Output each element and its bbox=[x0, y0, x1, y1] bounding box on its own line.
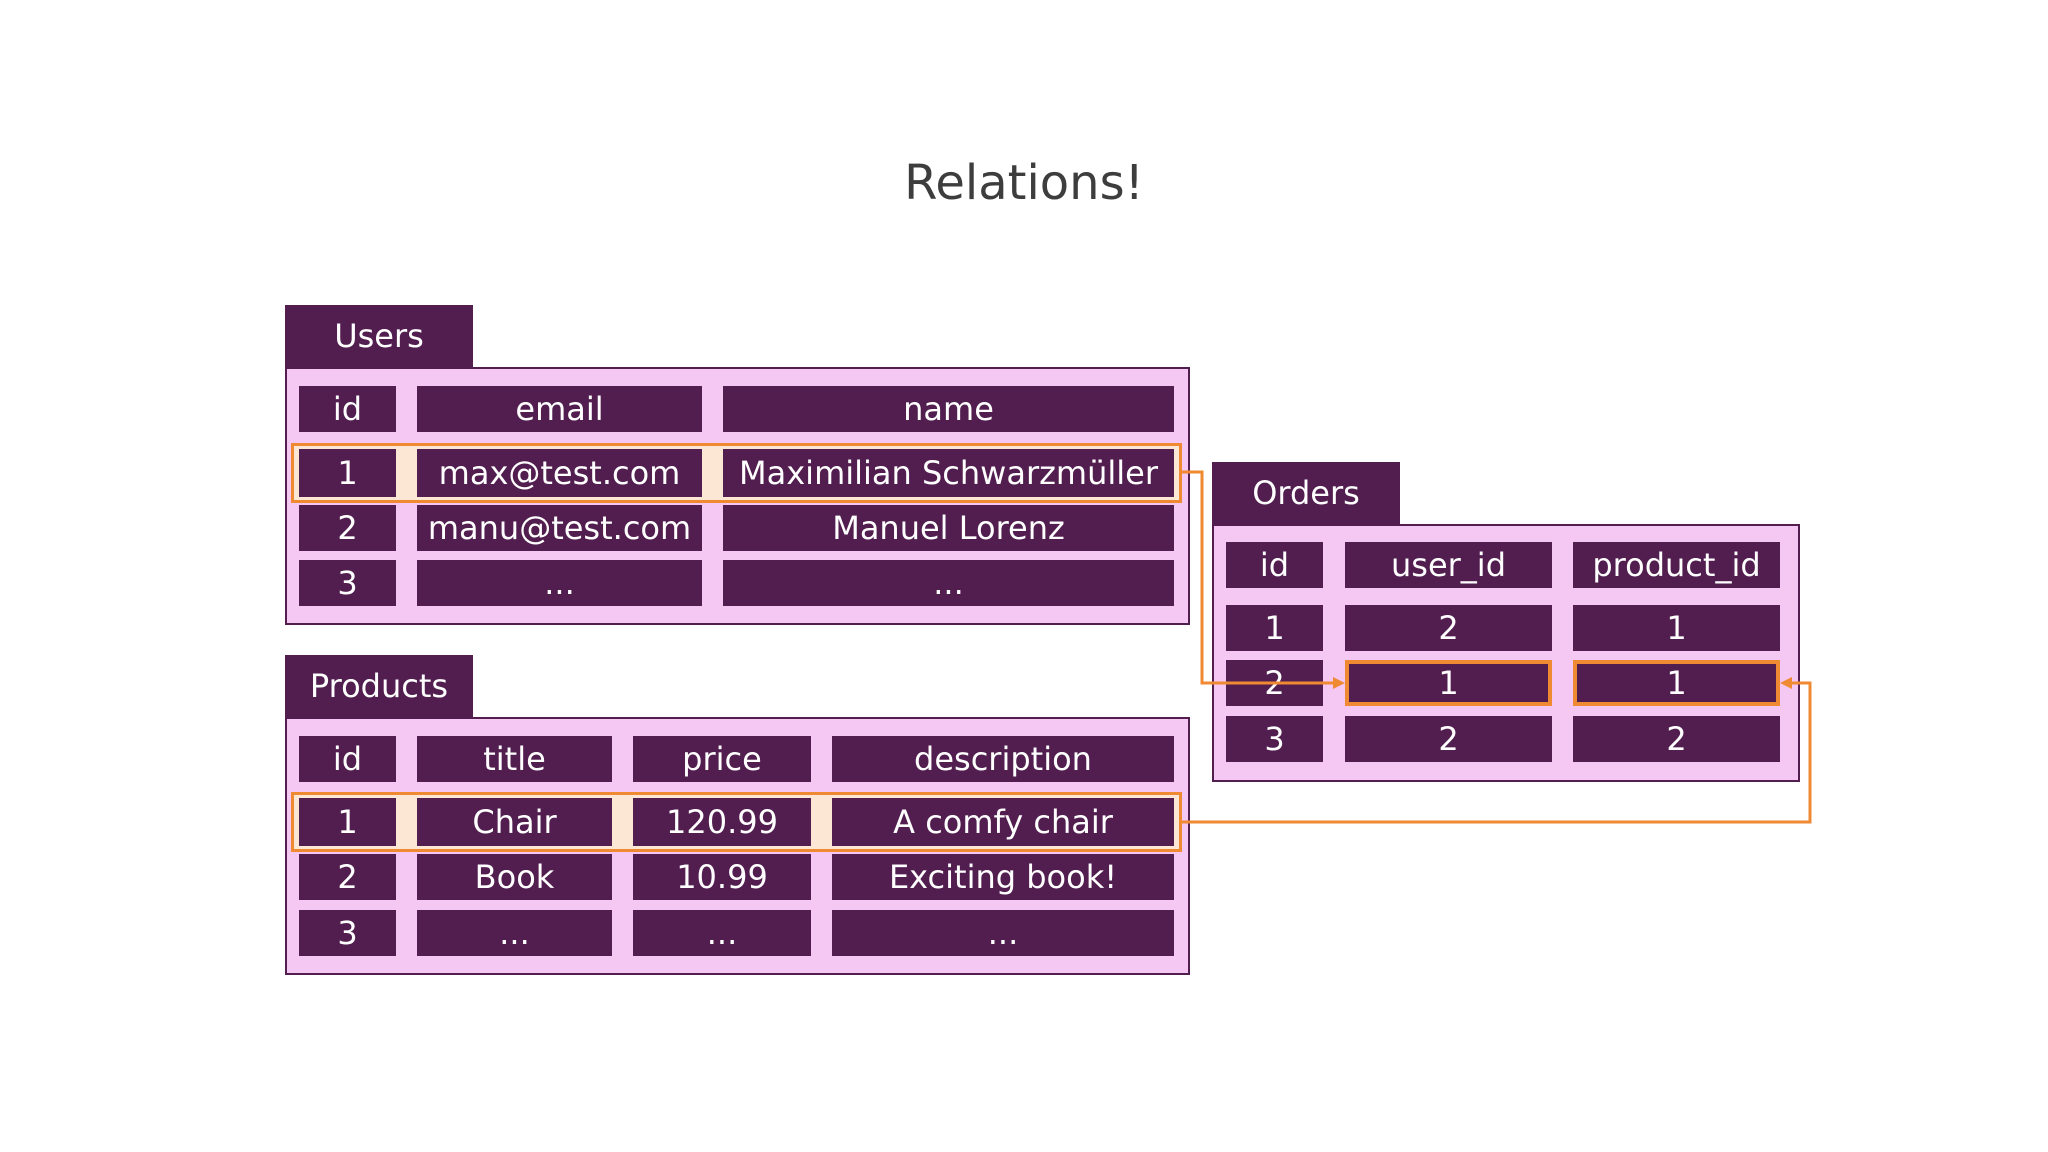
products-row-2-price: 10.99 bbox=[633, 854, 811, 900]
users-row-1-email: max@test.com bbox=[417, 449, 702, 497]
products-row-3-title: ... bbox=[417, 910, 612, 956]
users-row-3-email: ... bbox=[417, 560, 702, 606]
orders-header-id: id bbox=[1226, 542, 1323, 588]
orders-header-product-id: product_id bbox=[1573, 542, 1780, 588]
products-row-3-price: ... bbox=[633, 910, 811, 956]
products-row-2-description: Exciting book! bbox=[832, 854, 1174, 900]
orders-row-3-user-id: 2 bbox=[1345, 716, 1552, 762]
products-header-title: title bbox=[417, 736, 612, 782]
products-header-description: description bbox=[832, 736, 1174, 782]
orders-header-user-id: user_id bbox=[1345, 542, 1552, 588]
orders-row-2-id: 2 bbox=[1226, 660, 1323, 706]
users-row-2-id: 2 bbox=[299, 505, 396, 551]
users-table-tab: Users bbox=[285, 305, 473, 367]
users-header-email: email bbox=[417, 386, 702, 432]
products-row-3-description: ... bbox=[832, 910, 1174, 956]
users-row-2-email: manu@test.com bbox=[417, 505, 702, 551]
products-row-1-price: 120.99 bbox=[633, 798, 811, 846]
users-row-1-id: 1 bbox=[299, 449, 396, 497]
products-table-tab: Products bbox=[285, 655, 473, 717]
users-row-3-id: 3 bbox=[299, 560, 396, 606]
users-row-2-name: Manuel Lorenz bbox=[723, 505, 1174, 551]
orders-row-3-product-id: 2 bbox=[1573, 716, 1780, 762]
page-title: Relations! bbox=[904, 155, 1144, 211]
products-header-price: price bbox=[633, 736, 811, 782]
users-row-1-name: Maximilian Schwarzmüller bbox=[723, 449, 1174, 497]
users-row-3-name: ... bbox=[723, 560, 1174, 606]
orders-row-1-user-id: 2 bbox=[1345, 605, 1552, 651]
orders-table-tab: Orders bbox=[1212, 462, 1400, 524]
users-header-id: id bbox=[299, 386, 396, 432]
products-row-1-title: Chair bbox=[417, 798, 612, 846]
products-row-3-id: 3 bbox=[299, 910, 396, 956]
orders-row-3-id: 3 bbox=[1226, 716, 1323, 762]
orders-row-1-product-id: 1 bbox=[1573, 605, 1780, 651]
users-header-name: name bbox=[723, 386, 1174, 432]
products-row-2-id: 2 bbox=[299, 854, 396, 900]
products-row-2-title: Book bbox=[417, 854, 612, 900]
orders-row-1-id: 1 bbox=[1226, 605, 1323, 651]
orders-row-2-product-id: 1 bbox=[1573, 660, 1780, 706]
products-row-1-description: A comfy chair bbox=[832, 798, 1174, 846]
products-row-1-id: 1 bbox=[299, 798, 396, 846]
orders-row-2-user-id: 1 bbox=[1345, 660, 1552, 706]
products-header-id: id bbox=[299, 736, 396, 782]
